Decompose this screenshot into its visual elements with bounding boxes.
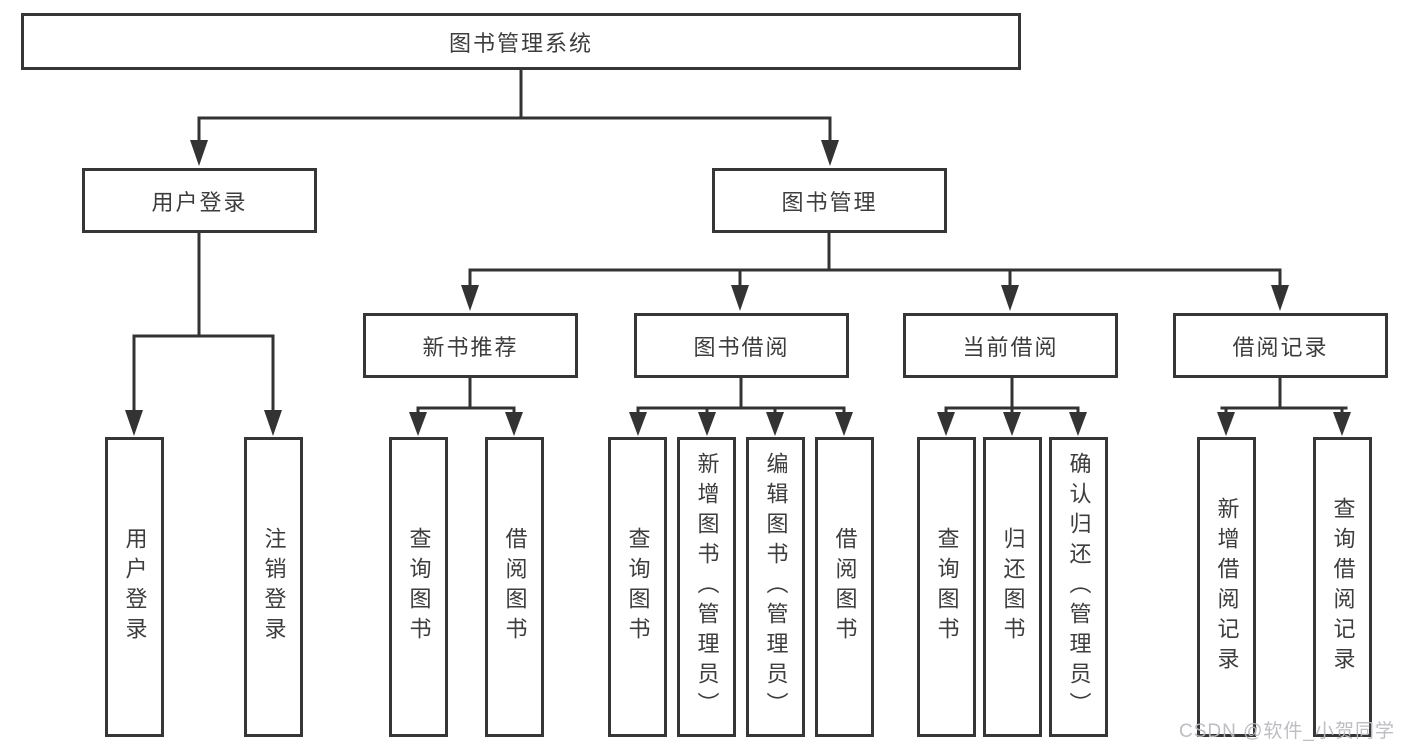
connector-book-borrow-branch (629, 376, 853, 436)
node-root: 图书管理系统 (21, 13, 1021, 70)
leaf-add-books-admin-label: 新增图书（管理员） (694, 452, 720, 722)
leaf-return-books: 归还图书 (983, 437, 1042, 737)
node-current-borrowing-label: 当前借阅 (962, 334, 1059, 360)
leaf-confirm-return-admin-label: 确认归还（管理员） (1066, 452, 1092, 722)
node-new-book-recommend-label: 新书推荐 (422, 334, 519, 360)
leaf-return-books-label: 归还图书 (1000, 527, 1026, 647)
node-book-borrowing-label: 图书借阅 (693, 334, 790, 360)
leaf-borrow-books: 借阅图书 (815, 437, 874, 737)
node-book-management: 图书管理 (712, 168, 947, 233)
leaf-logout-label: 注销登录 (261, 527, 287, 647)
leaf-query-books-recommend: 查询图书 (389, 437, 448, 737)
leaf-edit-books-admin: 编辑图书（管理员） (746, 437, 805, 737)
connector-new-book-branch (409, 376, 523, 436)
leaf-user-login-label: 用户登录 (122, 527, 148, 647)
connector-book-management-branch (461, 231, 1289, 311)
leaf-add-books-admin: 新增图书（管理员） (677, 437, 736, 737)
leaf-logout: 注销登录 (244, 437, 303, 737)
leaf-query-books-borrow: 查询图书 (608, 437, 667, 737)
node-user-login: 用户登录 (82, 168, 317, 233)
leaf-query-books-current-label: 查询图书 (934, 527, 960, 647)
leaf-query-books-recommend-label: 查询图书 (406, 527, 432, 647)
leaf-edit-books-admin-label: 编辑图书（管理员） (763, 452, 789, 722)
leaf-query-books-borrow-label: 查询图书 (625, 527, 651, 647)
leaf-user-login: 用户登录 (105, 437, 164, 737)
node-current-borrowing: 当前借阅 (903, 313, 1118, 378)
watermark-text: CSDN @软件_小贺同学 (1179, 721, 1395, 742)
node-book-management-label: 图书管理 (781, 189, 878, 215)
leaf-query-books-current: 查询图书 (917, 437, 976, 737)
leaf-query-borrow-record: 查询借阅记录 (1313, 437, 1372, 737)
connector-root-to-level2 (190, 68, 839, 166)
leaf-add-borrow-record: 新增借阅记录 (1197, 437, 1256, 737)
node-new-book-recommend: 新书推荐 (363, 313, 578, 378)
leaf-borrow-books-label: 借阅图书 (832, 527, 858, 647)
node-borrowing-records-label: 借阅记录 (1232, 334, 1329, 360)
connector-current-borrow-branch (937, 376, 1087, 436)
leaf-query-borrow-record-label: 查询借阅记录 (1330, 497, 1356, 677)
node-user-login-label: 用户登录 (151, 189, 248, 215)
leaf-borrow-books-recommend-label: 借阅图书 (502, 527, 528, 647)
node-root-label: 图书管理系统 (448, 30, 593, 56)
leaf-add-borrow-record-label: 新增借阅记录 (1214, 497, 1240, 677)
node-borrowing-records: 借阅记录 (1173, 313, 1388, 378)
leaf-confirm-return-admin: 确认归还（管理员） (1049, 437, 1108, 737)
leaf-borrow-books-recommend: 借阅图书 (485, 437, 544, 737)
connector-user-login-branch (125, 231, 282, 436)
node-book-borrowing: 图书借阅 (634, 313, 849, 378)
connector-borrow-record-branch (1217, 376, 1351, 436)
